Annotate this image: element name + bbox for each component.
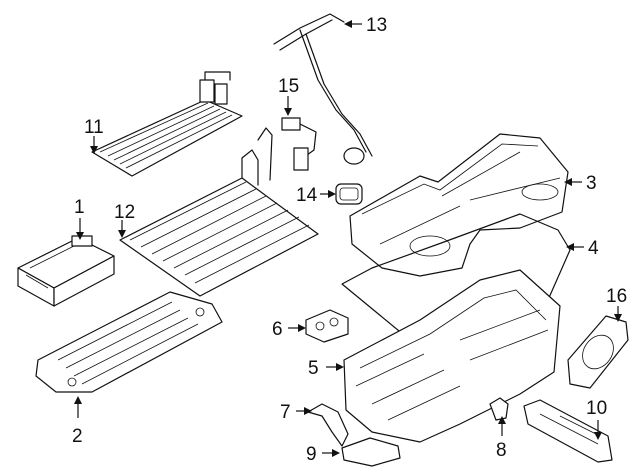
part-1-control-module [17, 235, 115, 307]
part-16-cover-plate [567, 315, 629, 389]
callout-7: 7 [280, 402, 291, 423]
callout-13: 13 [366, 15, 387, 36]
callout-14: 14 [296, 185, 318, 206]
part-11-cooling-plate [91, 71, 243, 177]
callout-9: 9 [306, 444, 317, 465]
part-7-bracket [307, 403, 349, 447]
part-10-rail [523, 399, 613, 463]
callout-8: 8 [496, 440, 507, 461]
callout-5: 5 [308, 358, 319, 379]
callout-11: 11 [84, 117, 104, 138]
callout-2: 2 [72, 426, 83, 447]
callout-leaders [74, 20, 622, 457]
part-9-bracket [341, 437, 401, 467]
callout-10: 10 [586, 398, 607, 419]
part-12-cooling-plate [119, 127, 319, 297]
part-15-sensor [281, 117, 317, 171]
part-14-seal [335, 183, 363, 205]
part-3-upper-cover [349, 133, 569, 277]
part-6-connector [305, 309, 349, 343]
part-5-lower-tray [343, 269, 561, 443]
part-13-coolant-pipes [273, 13, 373, 165]
callout-3: 3 [586, 173, 597, 194]
callout-1: 1 [74, 197, 85, 218]
part-8-clip [489, 397, 509, 421]
callout-4: 4 [588, 238, 599, 259]
callout-16: 16 [606, 286, 627, 307]
part-2-underbody-shield [35, 291, 223, 393]
callout-labels: 1 2 3 4 5 6 7 8 9 10 11 12 13 14 15 16 [72, 15, 627, 465]
callout-12: 12 [114, 202, 135, 223]
callout-6: 6 [272, 319, 283, 340]
callout-15: 15 [278, 76, 299, 97]
